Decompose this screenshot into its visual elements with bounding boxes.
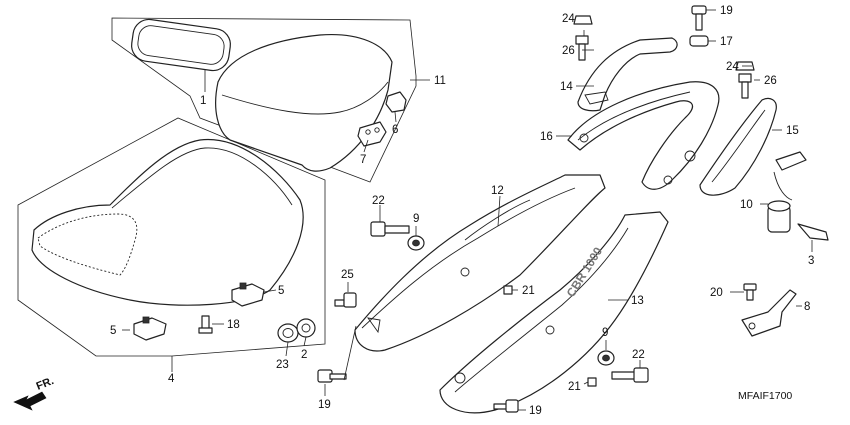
grommet-23 xyxy=(277,323,299,343)
callout-21-lower: 21 xyxy=(568,381,581,393)
callout-17: 17 xyxy=(720,36,733,48)
bolt-21-lower xyxy=(587,377,597,387)
callout-19-lower: 19 xyxy=(529,405,542,417)
callout-18: 18 xyxy=(227,319,240,331)
bolt-22-lower xyxy=(611,367,649,383)
diagram-code: MFAIF1700 xyxy=(738,390,792,402)
callout-23: 23 xyxy=(276,359,289,371)
seat-clip-5a xyxy=(231,282,265,307)
callout-16: 16 xyxy=(540,131,553,143)
bolt-21-upper xyxy=(503,285,513,295)
callout-10: 10 xyxy=(740,199,753,211)
callout-11: 11 xyxy=(434,75,446,87)
bolt-26-right xyxy=(738,73,752,99)
washer-9-upper xyxy=(407,235,425,251)
callout-6: 6 xyxy=(392,124,398,136)
callout-26-right: 26 xyxy=(764,75,777,87)
lock-cable-3 xyxy=(797,223,829,241)
lock-bracket-8 xyxy=(741,289,797,337)
seat-bracket-7 xyxy=(357,121,387,147)
callout-5b: 5 xyxy=(110,325,116,337)
bolt-20 xyxy=(743,283,757,301)
callout-5a: 5 xyxy=(278,285,284,297)
callout-7: 7 xyxy=(360,154,366,166)
callout-19-left: 19 xyxy=(318,399,331,411)
grab-rail xyxy=(567,81,720,190)
bolt-18 xyxy=(198,315,213,334)
callout-1: 1 xyxy=(200,95,206,107)
callout-15: 15 xyxy=(786,125,799,137)
grab-handle-right xyxy=(699,97,777,196)
cap-24-left xyxy=(573,15,593,25)
leader-lines xyxy=(122,9,813,411)
washer-9-lower xyxy=(597,350,615,366)
callout-2: 2 xyxy=(301,349,307,361)
bolt-26-left xyxy=(575,35,589,61)
callout-4: 4 xyxy=(168,373,175,385)
seat-bracket-6 xyxy=(385,91,407,113)
grab-handle-left xyxy=(577,37,678,112)
bolt-19-lower xyxy=(493,399,519,413)
front-seat xyxy=(31,138,304,306)
callout-9-upper: 9 xyxy=(413,213,419,225)
collar-2 xyxy=(296,318,316,338)
seat-clip-5b xyxy=(133,316,167,341)
front-arrow-icon xyxy=(13,391,47,411)
side-cover-left xyxy=(354,174,606,352)
front-direction-marker: FR. xyxy=(13,375,56,411)
bolt-19-left xyxy=(317,369,347,383)
callout-24-left: 24 xyxy=(562,13,575,25)
callouts: 1 11 6 7 5 5 18 4 23 2 25 19 22 9 12 21 … xyxy=(110,5,814,417)
callout-22-upper: 22 xyxy=(372,195,385,207)
callout-9-lower: 9 xyxy=(602,327,608,339)
rear-seat xyxy=(215,33,393,172)
grommet-17 xyxy=(689,35,709,47)
callout-25: 25 xyxy=(341,269,354,281)
bolt-22-upper xyxy=(370,221,410,237)
callout-26-left: 26 xyxy=(562,45,575,57)
callout-13: 13 xyxy=(631,295,644,307)
callout-24-right: 24 xyxy=(726,61,739,73)
seat-pad xyxy=(131,18,231,72)
callout-22-lower: 22 xyxy=(632,349,645,361)
callout-8: 8 xyxy=(804,301,810,313)
callout-3: 3 xyxy=(808,255,814,267)
callout-12: 12 xyxy=(491,185,504,197)
callout-21-upper: 21 xyxy=(522,285,535,297)
bolt-19-top xyxy=(691,5,707,31)
callout-14: 14 xyxy=(560,81,573,93)
group-box-front-seat xyxy=(17,117,326,357)
seat-lock xyxy=(767,151,807,233)
callout-19-top: 19 xyxy=(720,5,733,17)
front-direction-label: FR. xyxy=(35,375,56,393)
callout-20: 20 xyxy=(710,287,723,299)
bolt-25 xyxy=(334,292,357,308)
